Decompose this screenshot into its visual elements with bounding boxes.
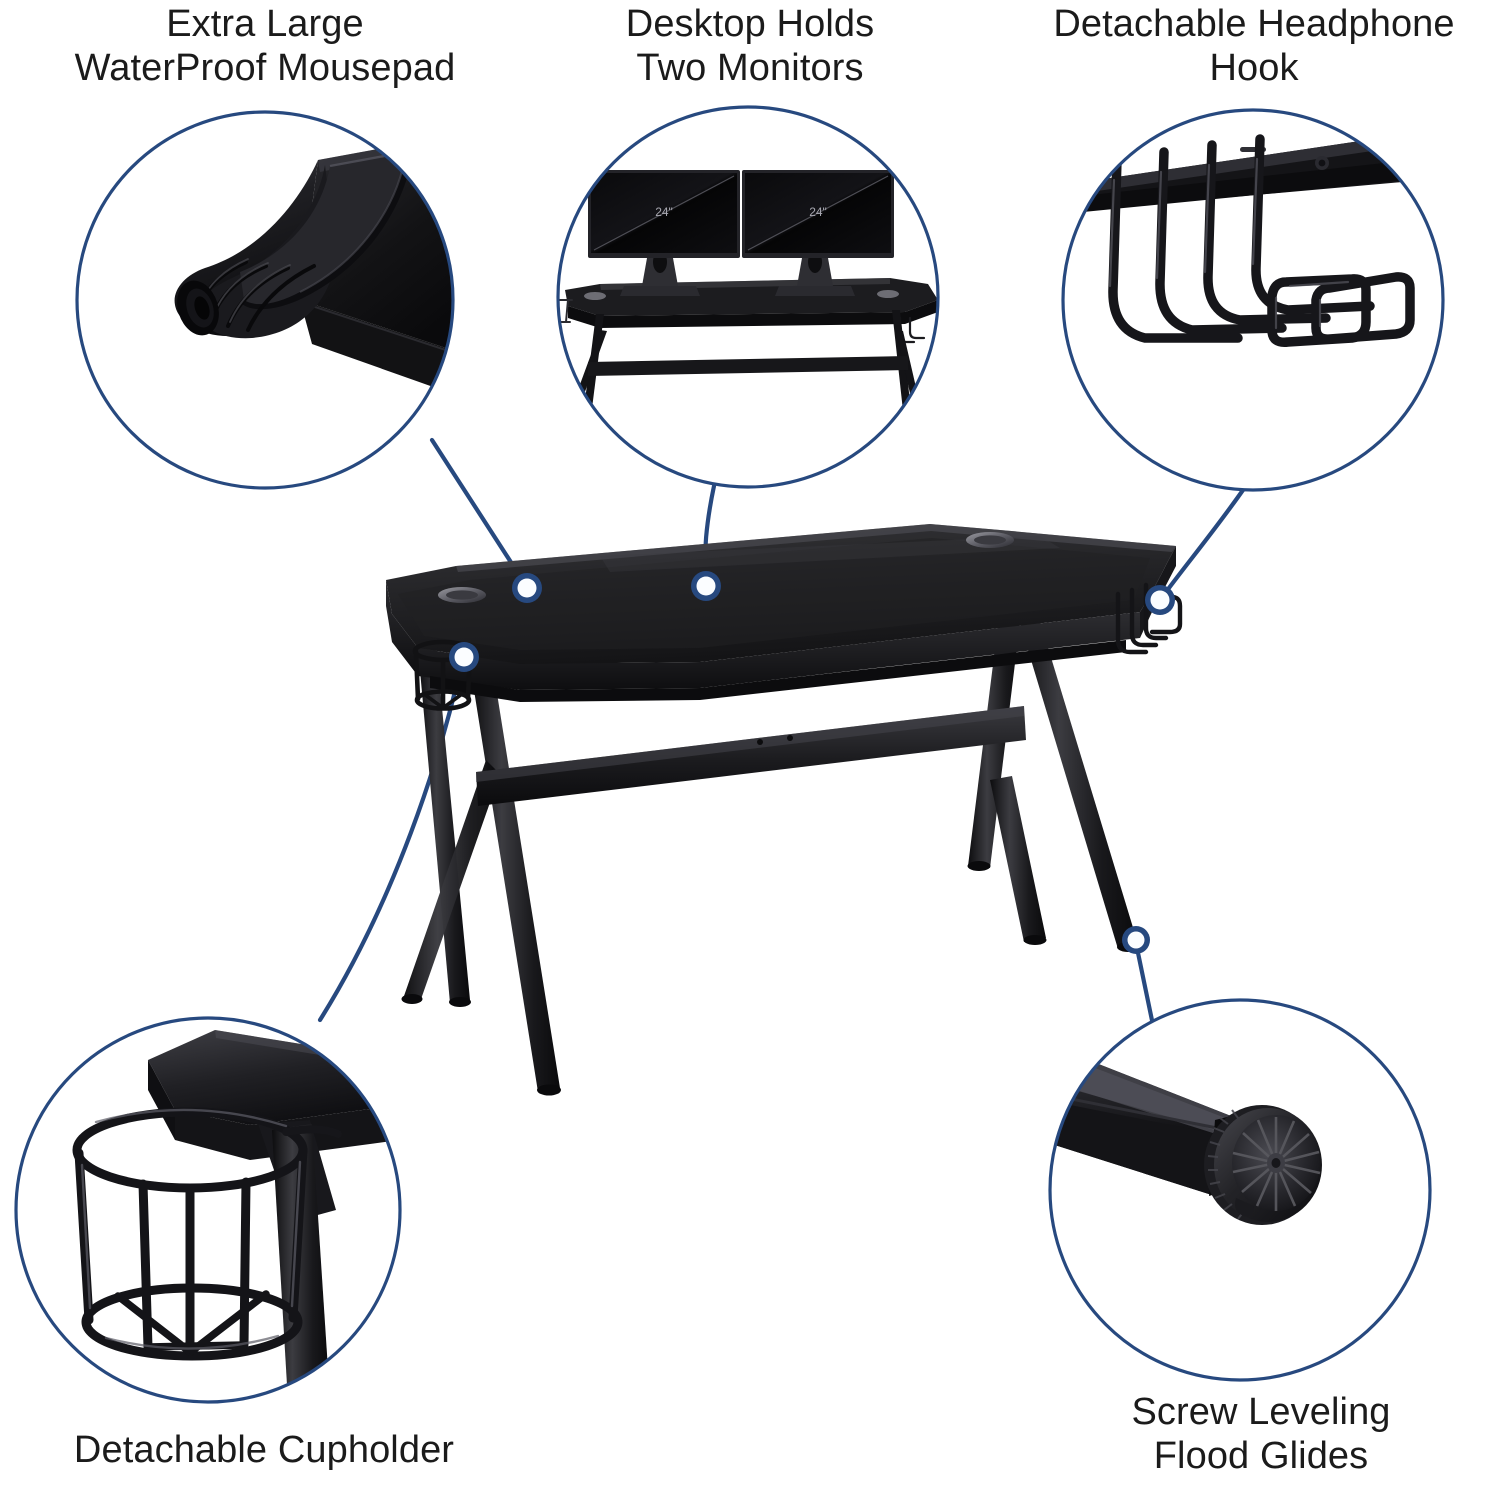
callout-ring-monitors (556, 105, 940, 489)
callout-bubble-monitors: 24" 24" (556, 105, 940, 489)
leader-line-mousepad (429, 437, 528, 587)
callout-bubble-screw-glides (1048, 998, 1432, 1382)
callout-marker-glides (1122, 926, 1150, 954)
callout-bubble-headphone-hook (1061, 108, 1445, 492)
monitor-right (742, 170, 894, 258)
callout-marker-mousepad (512, 573, 542, 603)
callout-ring-cupholder (14, 1016, 402, 1404)
monitor-stand-right (775, 251, 855, 296)
callout-marker-cupholder (449, 642, 479, 672)
desk-left-cupholder (412, 639, 474, 711)
callout-markers (449, 571, 1175, 954)
callout-label-screw-glides: Screw Leveling Flood Glides (1131, 1391, 1391, 1478)
desk-leg-rear-left (418, 645, 471, 1007)
callout-marker-monitors (691, 571, 721, 601)
callout-ring-headphone-hook (1061, 108, 1445, 492)
monitor-left-size-label: 24" (655, 205, 673, 219)
desk-leg-front-left (401, 662, 561, 1096)
monitor-right-size-label: 24" (809, 205, 827, 219)
leader-line-glides (1134, 945, 1157, 1033)
callout-label-headphone-hook: Detachable Headphone Hook (1053, 3, 1455, 90)
callout-bubble-cupholder (14, 1016, 402, 1404)
callout-marker-headphone-hook (1145, 585, 1175, 615)
monitor-left (588, 170, 740, 258)
callout-ring-mousepad (75, 110, 455, 490)
callout-label-monitors: Desktop Holds Two Monitors (625, 3, 875, 90)
callout-label-cupholder: Detachable Cupholder (73, 1429, 455, 1471)
screw-glide-disc (1204, 1105, 1322, 1225)
main-desk-product-image (386, 524, 1183, 1096)
callout-ring-screw-glides (1048, 998, 1432, 1382)
desktop-cable-grommets (438, 532, 1014, 603)
callout-bubble-mousepad (75, 110, 455, 490)
desk-lower-cross-beam (476, 706, 1026, 806)
callout-label-mousepad: Extra Large WaterProof Mousepad (74, 3, 456, 90)
desktop-surface (386, 524, 1176, 702)
leader-line-headphone-hook (1160, 487, 1246, 599)
